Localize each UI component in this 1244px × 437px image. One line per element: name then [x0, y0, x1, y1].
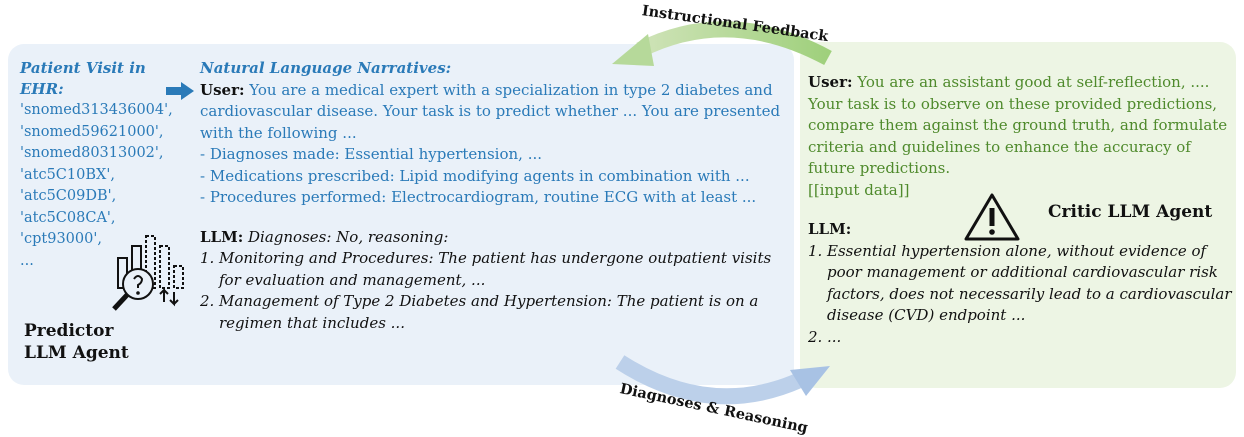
item-text: Management of Type 2 Diabetes and Hypert…	[219, 292, 759, 332]
right-arrow-icon	[166, 82, 194, 100]
list-item: 1.Essential hypertension alone, without …	[808, 241, 1233, 327]
narrative-user-text: You are a medical expert with a speciali…	[200, 80, 781, 142]
llm-prefix: LLM:	[200, 227, 244, 246]
narrative-user: User: You are a medical expert with a sp…	[200, 80, 790, 145]
llm-head-text: Diagnoses: No, reasoning:	[248, 227, 449, 246]
narrative-block: Natural Language Narratives: User: You a…	[200, 58, 790, 334]
predictor-label-line2: LLM Agent	[24, 343, 129, 363]
ehr-title: Patient Visit in EHR:	[20, 59, 146, 98]
critic-agent-label: Critic LLM Agent	[1048, 202, 1213, 222]
item-number: 1.	[808, 241, 823, 260]
list-item: - Diagnoses made: Essential hypertension…	[200, 145, 542, 163]
user-prefix: User:	[200, 80, 245, 99]
ehr-code: 'cpt93000',	[20, 231, 102, 247]
predictor-panel	[8, 44, 794, 385]
reasoning-arrow	[615, 355, 830, 405]
item-number: 1.	[200, 249, 215, 267]
list-item: 2....	[808, 327, 1233, 349]
list-item: - Procedures performed: Electrocardiogra…	[200, 188, 757, 206]
ehr-code: 'snomed313436004',	[20, 102, 173, 118]
list-item: - Medications prescribed: Lipid modifyin…	[200, 166, 750, 185]
ehr-code: 'atc5C10BX',	[20, 166, 115, 183]
ehr-code: ...	[20, 252, 34, 269]
list-item: 1.Monitoring and Procedures: The patient…	[200, 248, 790, 291]
ehr-code: 'atc5C08CA',	[20, 209, 116, 226]
analytics-icon	[112, 235, 184, 311]
ehr-column: Patient Visit in EHR: 'snomed313436004',…	[20, 58, 173, 272]
narrative-llm: LLM: Diagnoses: No, reasoning:	[200, 227, 790, 249]
critic-list: 1.Essential hypertension alone, without …	[808, 241, 1233, 349]
critic-user: User: You are an assistant good at self-…	[808, 72, 1233, 180]
ehr-code: 'snomed59621000',	[20, 123, 164, 140]
feedback-arrow	[612, 21, 832, 66]
llm-reasoning-list: 1.Monitoring and Procedures: The patient…	[200, 248, 790, 334]
list-item: 2.Management of Type 2 Diabetes and Hype…	[200, 291, 790, 334]
critic-user-text: You are an assistant good at self-reflec…	[808, 73, 1228, 177]
narrative-title: Natural Language Narratives:	[200, 59, 452, 77]
narrative-bullets: - Diagnoses made: Essential hypertension…	[200, 144, 790, 209]
item-text: ...	[827, 327, 842, 346]
item-number: 2.	[808, 327, 823, 346]
critic-llm-label: LLM:	[808, 220, 852, 238]
user-prefix: User:	[808, 73, 853, 91]
warning-icon	[964, 193, 1020, 241]
critic-block: User: You are an assistant good at self-…	[808, 72, 1233, 348]
input-placeholder: [[input data]]	[808, 180, 910, 199]
item-number: 2.	[200, 292, 215, 310]
ehr-code: 'snomed80313002',	[20, 145, 164, 161]
critic-panel	[800, 42, 1236, 388]
predictor-label-line1: Predictor	[24, 321, 114, 341]
item-text: Essential hypertension alone, without ev…	[827, 241, 1232, 325]
ehr-code: 'atc5C09DB',	[20, 188, 117, 204]
predictor-agent-label: Predictor LLM Agent	[24, 320, 129, 364]
item-text: Monitoring and Procedures: The patient h…	[219, 249, 772, 289]
